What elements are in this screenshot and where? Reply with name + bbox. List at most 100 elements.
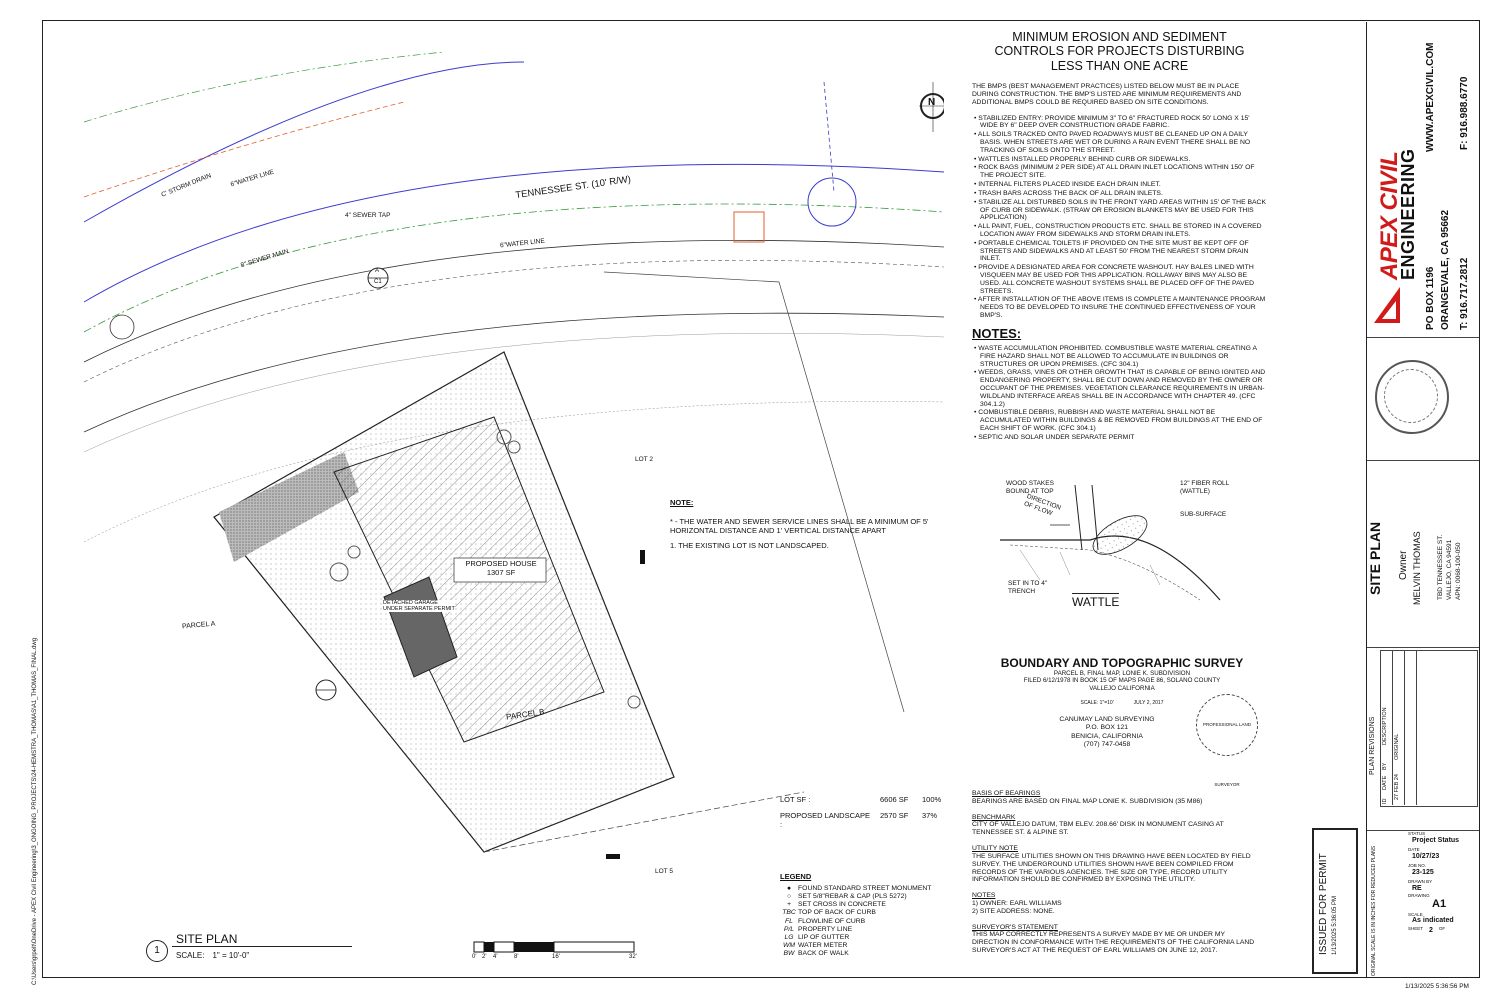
utility-title: UTILITY NOTE [972, 845, 1018, 853]
survey-subtitle: PARCEL B, FINAL MAP, LONIE K. SUBDIVISIO… [972, 670, 1272, 692]
rev-row-date: 27 FEB 24 [1394, 774, 1400, 800]
scalebar-tick: 2' [482, 954, 487, 960]
divider [1367, 830, 1479, 831]
legend-symbol: + [787, 901, 791, 909]
wattle-trench-label: SET IN TO 4" TRENCH [1008, 580, 1048, 596]
legend-text: WATER METER [798, 942, 848, 950]
erosion-item: STABILIZED ENTRY: PROVIDE MINIMUM 3" TO … [978, 115, 1267, 131]
legend-text: BACK OF WALK [798, 950, 849, 958]
scale-label-tb: SCALE [1408, 911, 1423, 917]
lot-5-label: LOT 5 [655, 868, 673, 875]
site-note-title: NOTE: [670, 498, 694, 507]
divider [1367, 647, 1479, 648]
rev-col-line [1416, 650, 1417, 805]
scalebar-tick: 8' [514, 954, 519, 960]
legend-symbol: ● [786, 885, 792, 892]
company-website: WWW.APEXCIVIL.COM [1425, 42, 1436, 152]
survey-line: VALLEJO CALIFORNIA [1089, 684, 1155, 692]
legend-row: ● FOUND STANDARD STREET MONUMENT [780, 885, 960, 893]
scalebar-tick: 16' [552, 954, 560, 960]
site-address-line: TBD TENNESSEE ST. [1437, 534, 1444, 600]
north-arrow-letter: N [928, 97, 936, 108]
legend-text: FLOWLINE OF CURB [798, 917, 866, 925]
erosion-item: ALL PAINT, FUEL, CONSTRUCTION PRODUCTS E… [978, 223, 1267, 239]
proposed-house-label: PROPOSED HOUSE 1307 SF [456, 559, 546, 577]
survey-notes: BASIS OF BEARINGS BEARINGS ARE BASED ON … [972, 790, 1257, 955]
date-value: 10/27/23 [1412, 852, 1440, 860]
legend-text: FOUND STANDARD STREET MONUMENT [798, 885, 932, 892]
drawing-number-circle: 1 [146, 940, 168, 962]
sheet-title: SITE PLAN [1367, 521, 1383, 595]
sheet-value: 2 [1429, 926, 1433, 934]
scale-value-tb: As indicated [1412, 917, 1454, 925]
title-underline [172, 946, 352, 947]
scale-value: 1" = 10'-0" [212, 951, 250, 960]
drawn-label: DRAWN BY [1408, 879, 1433, 885]
scalebar-tick: 4' [493, 954, 498, 960]
erosion-item: STABILIZE ALL DISTURBED SOILS IN THE FRO… [978, 199, 1267, 222]
survey-line: PARCEL B, FINAL MAP, LONIE K. SUBDIVISIO… [1053, 670, 1191, 677]
wattle-fiber-label: 12" FIBER ROLL (WATTLE) [1180, 480, 1230, 496]
rev-header-date: DATE [1382, 775, 1388, 790]
sewer-tap-label: 4" SEWER TAP [345, 212, 391, 219]
site-plan-scale: SCALE: 1" = 10'-0" [176, 951, 249, 960]
company-fax: F: 916.988.6770 [1459, 76, 1470, 150]
survey-scale-row: SCALE: 1"=10' JULY 2, 2017 [972, 700, 1272, 706]
site-plan-drawing [83, 51, 944, 953]
drawing-sheet-border [42, 20, 1480, 978]
survey-company-line: P.O. BOX 121 [1085, 724, 1129, 732]
erosion-title-line: CONTROLS FOR PROJECTS DISTURBING [994, 44, 1245, 59]
landscape-percent: 37% [922, 811, 938, 820]
company-po-box: PO BOX 1196 [1425, 266, 1436, 330]
surveyor-stamp: PROFESSIONAL LAND SURVEYOR [1196, 694, 1258, 787]
scalebar-tick: 0' [472, 954, 477, 960]
detail-callout-a: A [375, 268, 380, 274]
permit-stamp-box [1312, 828, 1358, 974]
benchmark-text: CITY OF VALLEJO DATUM, TBM ELEV. 208.66'… [972, 821, 1224, 837]
legend-symbol: BW [783, 950, 795, 958]
survey-company-line: CANUMAY LAND SURVEYING [1059, 716, 1155, 724]
survey-company: CANUMAY LAND SURVEYING P.O. BOX 121 BENI… [942, 716, 1272, 749]
survey-scale: SCALE: 1"=10' [1080, 700, 1114, 707]
statement-text: THIS MAP CORRECTLY REPRESENTS A SURVEY M… [972, 931, 1255, 954]
legend-text: TOP OF BACK OF CURB [798, 909, 876, 917]
erosion-item: PORTABLE CHEMICAL TOILETS IF PROVIDED ON… [978, 240, 1267, 263]
drawn-value: RE [1412, 884, 1422, 892]
erosion-list: STABILIZED ENTRY: PROVIDE MINIMUM 3" TO … [972, 115, 1267, 320]
title-block [1366, 22, 1479, 977]
job-value: 23-125 [1412, 868, 1434, 876]
rev-col-line [1404, 650, 1405, 805]
garage-subtitle: UNDER SEPARATE PERMIT [383, 606, 455, 613]
footer-date: 1/13/2025 5:36:56 PM [1405, 983, 1469, 990]
erosion-item: ROCK BAGS (MINIMUM 2 PER SIDE) AT ALL DR… [978, 164, 1267, 180]
survey-line: FILED 6/12/1978 IN BOOK 15 OF MAPS PAGE … [1023, 677, 1221, 685]
erosion-intro: THE BMPS (BEST MANAGEMENT PRACTICES) LIS… [972, 83, 1242, 106]
rev-row-description: ORIGINAL [1394, 733, 1400, 760]
survey-note: 2) SITE ADDRESS: NONE. [972, 907, 1055, 915]
legend-text: SET CROSS IN CONCRETE [798, 901, 886, 909]
engineer-seal-inner [1384, 369, 1438, 423]
legend-text: SET 5/8"REBAR & CAP (PLS 5272) [798, 893, 907, 901]
rev-header-by: BY [1382, 762, 1388, 770]
legend-symbol: WM [782, 942, 796, 950]
legend-symbol: LG [784, 933, 794, 941]
scalebar-tick: 32' [629, 954, 637, 960]
permit-date: 1/13/2025 5:36:05 PM [1332, 895, 1338, 955]
owner-label: Owner [1398, 550, 1409, 580]
statement-title: SURVEYOR'S STATEMENT [972, 923, 1058, 931]
sheet-of: OF [1438, 925, 1446, 931]
notes-title: NOTES: [972, 325, 1022, 341]
divider [1367, 337, 1479, 338]
landscape-value: 2570 SF [880, 811, 909, 820]
rev-col-line [1392, 650, 1393, 805]
notes-list: WASTE ACCUMULATION PROHIBITED. COMBUSTIB… [972, 345, 1267, 442]
site-note-block: NOTE: * - THE WATER AND SEWER SERVICE LI… [670, 498, 960, 550]
lot-sf-label: LOT SF : [780, 795, 811, 804]
erosion-title-line: LESS THAN ONE ACRE [1050, 58, 1189, 73]
drawing-label: DRAWING [1408, 893, 1430, 899]
bearings-text: BEARINGS ARE BASED ON FINAL MAP LONIE K.… [972, 797, 1203, 805]
apex-logo-icon [1374, 287, 1400, 323]
wattle-detail-drawing [1000, 484, 1221, 601]
